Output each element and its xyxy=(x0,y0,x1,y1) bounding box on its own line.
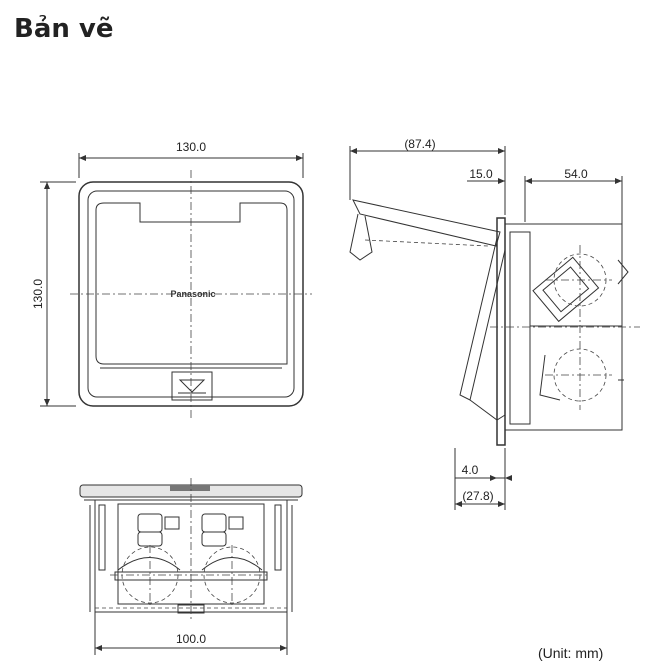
brand-logo: Panasonic xyxy=(170,289,215,299)
top-width-dimension: 130.0 xyxy=(176,140,206,154)
front-width-dimension: 100.0 xyxy=(176,632,206,646)
depth-dimension: 54.0 xyxy=(564,167,588,181)
page-title: Bản vẽ xyxy=(14,14,114,44)
total-dimension: (27.8) xyxy=(462,489,493,503)
top-height-dimension: 130.0 xyxy=(31,279,45,309)
front-view: 100.0 xyxy=(79,478,303,655)
unit-note: (Unit: mm) xyxy=(538,645,604,661)
offset-dimension: 15.0 xyxy=(469,167,493,181)
top-view: 130.0 130.0 Panasonic xyxy=(31,140,312,418)
side-view: (87.4) 15.0 54.0 xyxy=(349,137,640,510)
flange-dimension: 4.0 xyxy=(462,463,479,477)
overall-dimension: (87.4) xyxy=(404,137,435,151)
